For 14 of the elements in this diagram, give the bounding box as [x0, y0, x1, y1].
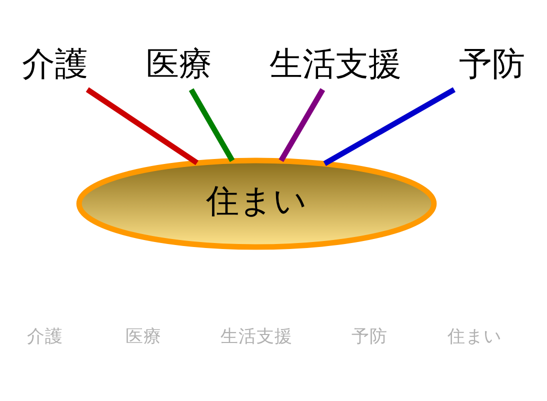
label: 医療	[126, 326, 162, 347]
connector	[86, 86, 199, 165]
connector	[188, 88, 235, 162]
connector	[323, 86, 456, 166]
connector	[278, 88, 326, 162]
node-text: 医療	[146, 44, 212, 83]
node-ellipse: 住まい	[76, 157, 437, 250]
label: 介護	[27, 326, 64, 347]
label: 生活支援	[220, 326, 293, 347]
node-text: 予防	[459, 44, 525, 83]
label: 住まい	[447, 326, 502, 347]
node-text: 生活支援	[269, 44, 402, 83]
label: 予防	[351, 326, 388, 347]
node-text: 介護	[22, 44, 88, 83]
